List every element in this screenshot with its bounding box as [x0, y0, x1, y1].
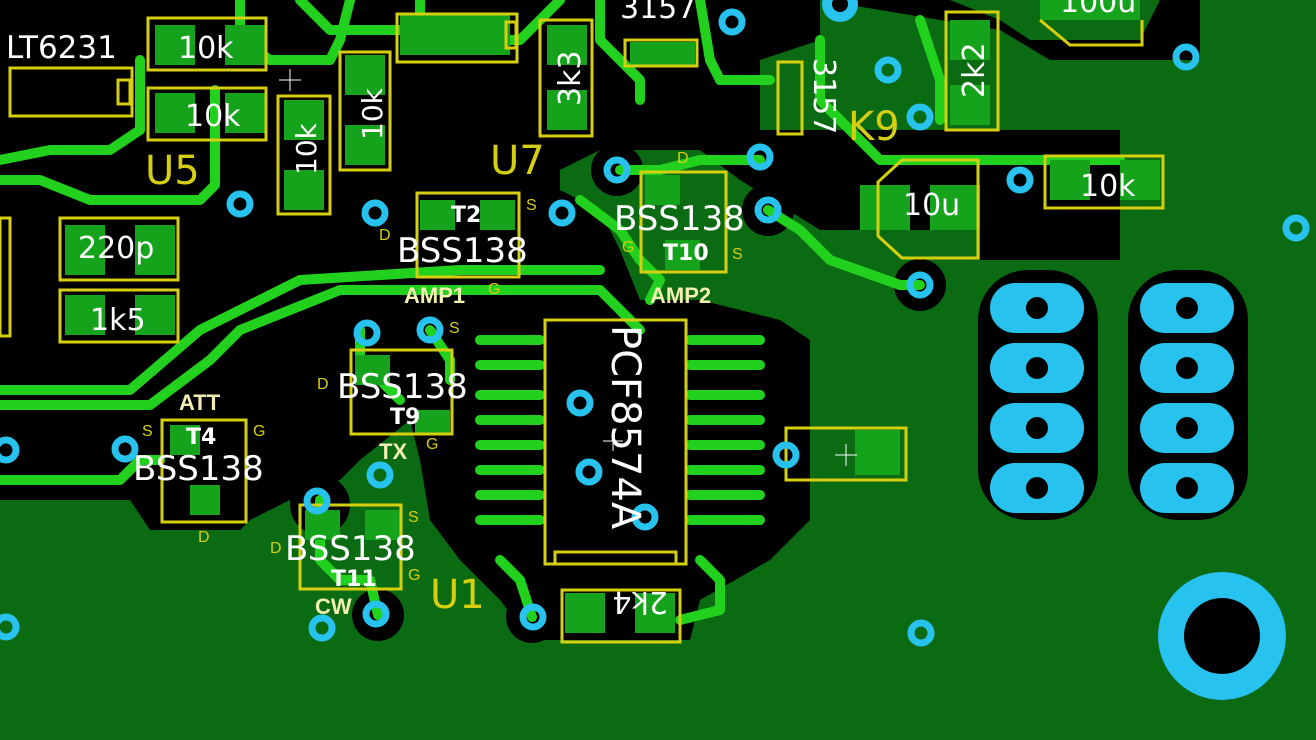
t11-ref-label: T11 [331, 567, 377, 592]
t11-source-pin: S [408, 509, 419, 526]
u7-ref-label: U7 [490, 138, 545, 184]
k9-part-label: 3157 [806, 58, 841, 134]
crosshair-markers [279, 69, 857, 466]
t9-gate-pin: G [426, 436, 438, 453]
resistor-label-4: 10k [356, 87, 389, 140]
t11-function-label: CW [315, 594, 352, 619]
resistor-label-10k-right: 10k [1080, 169, 1136, 204]
t4-drain-pin: D [198, 529, 210, 546]
t2-ref-label: T2 [451, 203, 481, 228]
t9-source-pin: S [449, 320, 460, 337]
u1-ref-label: U1 [430, 572, 485, 618]
t9-ref-label: T9 [390, 405, 420, 430]
t4-source-pin: S [142, 423, 153, 440]
u1-part-label: PCF8574A [602, 325, 648, 530]
smd-pads [65, 0, 1160, 633]
t2-gate-pin: G [488, 281, 500, 298]
t11-part-label: BSS138 [285, 529, 416, 569]
resistor-label-3k3: 3k3 [553, 50, 588, 106]
cap-label-220p: 220p [78, 231, 154, 266]
silkscreen-outlines [0, 10, 1165, 644]
t10-source-pin: S [732, 246, 743, 263]
t2-source-pin: S [526, 197, 537, 214]
u7-part-label: 3157 [620, 0, 696, 26]
cap-label-100u: 100u [1060, 0, 1136, 20]
t11-gate-pin: G [408, 567, 420, 584]
resistor-label-3: 10k [290, 122, 323, 175]
t10-drain-pin: D [677, 150, 689, 167]
t9-part-label: BSS138 [337, 367, 468, 407]
resistor-label-2: 10k [185, 99, 241, 134]
t9-function-label: TX [379, 439, 407, 464]
t10-ref-label: T10 [663, 241, 709, 266]
mounting-hole-drill [1184, 598, 1260, 674]
vias [0, 8, 1310, 647]
t4-part-label: BSS138 [133, 449, 264, 489]
pin-header-right [1140, 283, 1234, 513]
pin-header-left [990, 283, 1084, 513]
t4-ref-label: T4 [186, 425, 216, 450]
t9-drain-pin: D [317, 376, 329, 393]
resistor-label-2k2: 2k2 [957, 42, 992, 98]
u5-part-label: LT6231 [6, 30, 117, 66]
resistor-label-2k4: 2k4 [612, 584, 668, 619]
t4-function-label: ATT [179, 390, 221, 415]
cap-label-10u: 10u [903, 188, 960, 223]
via-large-hole [832, 0, 848, 12]
u5-ref-label: U5 [145, 148, 200, 194]
t10-part-label: BSS138 [614, 199, 745, 239]
t10-gate-pin: G [622, 239, 634, 256]
t11-drain-pin: D [270, 540, 282, 557]
resistor-label-1k5: 1k5 [90, 303, 146, 338]
t2-drain-pin: D [379, 227, 391, 244]
resistor-label-1: 10k [178, 31, 234, 66]
t4-gate-pin: G [253, 423, 265, 440]
k9-ref-label: K9 [848, 104, 900, 150]
t2-part-label: BSS138 [397, 231, 528, 271]
t2-function-label: AMP1 [404, 283, 465, 308]
t10-function-label: AMP2 [650, 283, 711, 308]
